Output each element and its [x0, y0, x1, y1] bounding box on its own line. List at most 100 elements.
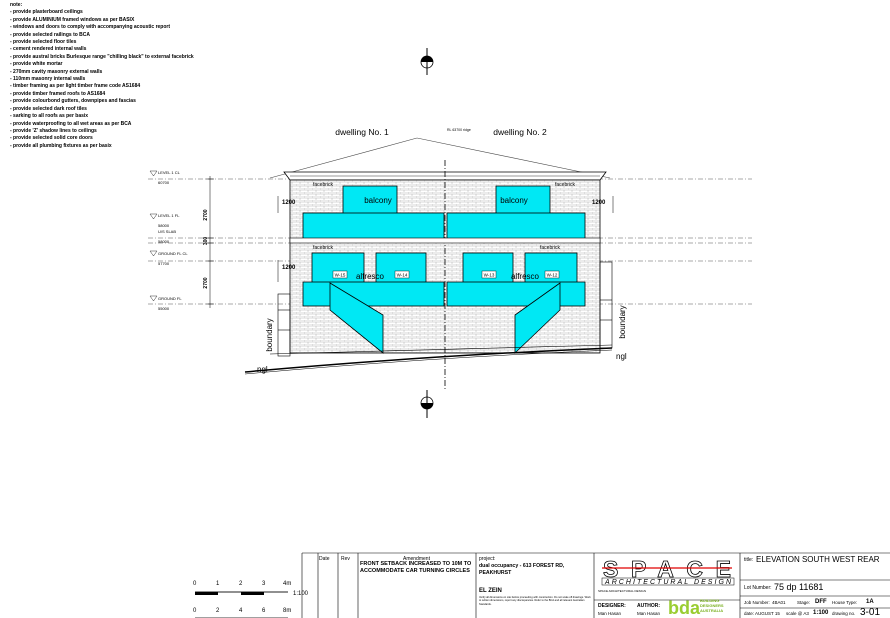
general-notes: note: - provide plasterboard ceilings - … [10, 2, 194, 150]
svg-text:0: 0 [193, 608, 197, 614]
level-marker: LEVEL 1 CL 60700 [149, 170, 181, 185]
note-item: - provide 'Z' shadow lines to ceilings [10, 127, 97, 134]
note-item: - sarking to all roofs as per basix [10, 113, 89, 120]
note-item: - provide all plumbing fixtures as per b… [10, 142, 112, 149]
note-item: - provide ALUMINIUM framed windows as pe… [10, 16, 135, 23]
svg-text:1: 1 [216, 581, 220, 587]
balcony-label: balcony [364, 196, 392, 205]
lot-number: 75 dp 11681 [774, 582, 824, 592]
author-label: AUTHOR: [637, 603, 661, 609]
svg-text:3: 3 [262, 581, 266, 587]
ngl-label: ngl [616, 352, 627, 361]
title-label: title: [744, 557, 754, 563]
svg-text:57700: 57700 [158, 261, 170, 266]
svg-text:4m: 4m [283, 581, 291, 587]
svg-text:55000: 55000 [158, 306, 170, 311]
note-item: - timber framing as per light timber fra… [10, 83, 141, 90]
dim-upper: 2700 [203, 209, 209, 220]
job-number: 4BA01 [772, 600, 786, 605]
svg-text:2: 2 [216, 608, 220, 614]
notes-heading: note: [10, 2, 23, 8]
note-item: - provide white mortar [10, 61, 63, 68]
scale-bar-100 [195, 591, 288, 595]
balcony-label: balcony [500, 196, 528, 205]
ground-line [244, 344, 613, 375]
facebrick-label: facebrick [555, 182, 576, 188]
upper-balconies [302, 212, 586, 240]
designer-name: Man Hasan [598, 611, 622, 616]
amend-rev-header: Rev [341, 556, 350, 562]
note-item: - provide selected railings to BCA [10, 31, 91, 38]
svg-text:4: 4 [239, 608, 243, 614]
note-item: - provide selected dark roof tiles [10, 105, 87, 112]
svg-text:GROUND FL: GROUND FL [158, 296, 182, 301]
svg-text:U/S SLAB: U/S SLAB [158, 229, 176, 234]
note-item: - provide austral bricks Burlesque range… [10, 53, 194, 60]
author-name: Man Hasan [637, 611, 661, 616]
svg-text:60700: 60700 [158, 180, 170, 185]
sheet-title: ELEVATION SOUTH WEST REAR [756, 555, 880, 564]
level-marker: LEVEL 1 FL 58000 [149, 213, 180, 228]
scale-value: 1:100 [813, 610, 829, 616]
section-marker-bottom [420, 390, 434, 418]
bda-text: BUILDING DESIGNERS AUSTRALIA [700, 598, 724, 613]
section-marker-top: 1 [420, 48, 434, 75]
alfresco-balustrades [302, 281, 586, 307]
title-block-frame [301, 552, 890, 618]
lot-label: Lot Number: [744, 585, 772, 591]
dim-balustrade-upper: 1200 [592, 200, 606, 206]
svg-text:0: 0 [193, 581, 197, 587]
house-type-label: House Type: [832, 600, 858, 605]
company-address: SPACE ARCHITECTURAL DESIGN [598, 589, 647, 593]
level-marker: GROUND FL CL 57700 [149, 250, 188, 266]
note-item: - provide plasterboard ceilings [10, 9, 83, 16]
note-item: - windows and doors to comply with accom… [10, 24, 171, 31]
level-marker: U/S SLAB 58000 [158, 229, 176, 244]
svg-text:LEVEL 1 FL: LEVEL 1 FL [158, 213, 180, 218]
window-tag: W-13 [484, 273, 495, 278]
svg-text:1: 1 [426, 64, 428, 68]
dwelling-1-label: dwelling No. 1 [335, 127, 389, 137]
amend-header: Amendment [403, 556, 430, 562]
level-marker: GROUND FL 55000 [149, 295, 182, 311]
svg-text:LEVEL 1 CL: LEVEL 1 CL [158, 170, 181, 175]
amendment-text: FRONT SETBACK INCREASED TO 10M TO ACCOMM… [360, 561, 472, 574]
note-item: - provide colourbond gutters, downpipes … [10, 98, 136, 105]
alfresco-label: alfresco [356, 272, 385, 281]
drawing-no-label: drawing no. [832, 611, 856, 616]
facebrick-label: facebrick [313, 245, 334, 251]
dim-balustrade-upper: 1200 [282, 200, 296, 206]
note-item: - provide timber framed roofs to AS1684 [10, 90, 106, 97]
dim-slab: 300 [203, 237, 209, 246]
svg-text:58000: 58000 [158, 239, 170, 244]
ridge-rl-label: RL 63700 ridge [447, 128, 471, 132]
house-type-value: 1A [866, 599, 874, 605]
project-name: dual occupancy - 613 FOREST RD, PEAKHURS… [479, 563, 565, 576]
boundary-label: boundary [618, 305, 627, 338]
date-label: date: AUGUST 15 [744, 611, 780, 616]
amend-date-header: Date [319, 556, 330, 562]
facebrick-label: facebrick [313, 182, 334, 188]
roof [269, 137, 611, 181]
note-item: - 270mm cavity masonry external walls [10, 68, 103, 75]
window-tag: W-15 [335, 273, 346, 278]
stage-label: Stage: [797, 600, 811, 605]
scale-label: scale @ A3 [786, 611, 809, 616]
designer-label: DESIGNER: [598, 603, 626, 609]
window-tag: W-14 [397, 273, 408, 278]
project-label: project: [479, 556, 496, 562]
upper-windows [342, 185, 551, 215]
space-logo: SPACE ARCHITECTURAL DESIGN [601, 556, 735, 586]
svg-text:ARCHITECTURAL DESIGN: ARCHITECTURAL DESIGN [604, 579, 732, 586]
note-item: - provide selected solid core doors [10, 135, 93, 142]
note-item: - 110mm masonry internal walls [10, 76, 86, 83]
drawing-number: 3-01 [860, 607, 881, 618]
facebrick-label: facebrick [540, 245, 561, 251]
alfresco-label: alfresco [511, 272, 540, 281]
fine-print: Verify all dimensions on site before pro… [479, 596, 591, 606]
ngl-label: ngl [257, 365, 268, 374]
svg-text:bda: bda [668, 598, 701, 618]
client-name: EL ZEIN [479, 588, 502, 594]
floor-slab [289, 237, 601, 244]
